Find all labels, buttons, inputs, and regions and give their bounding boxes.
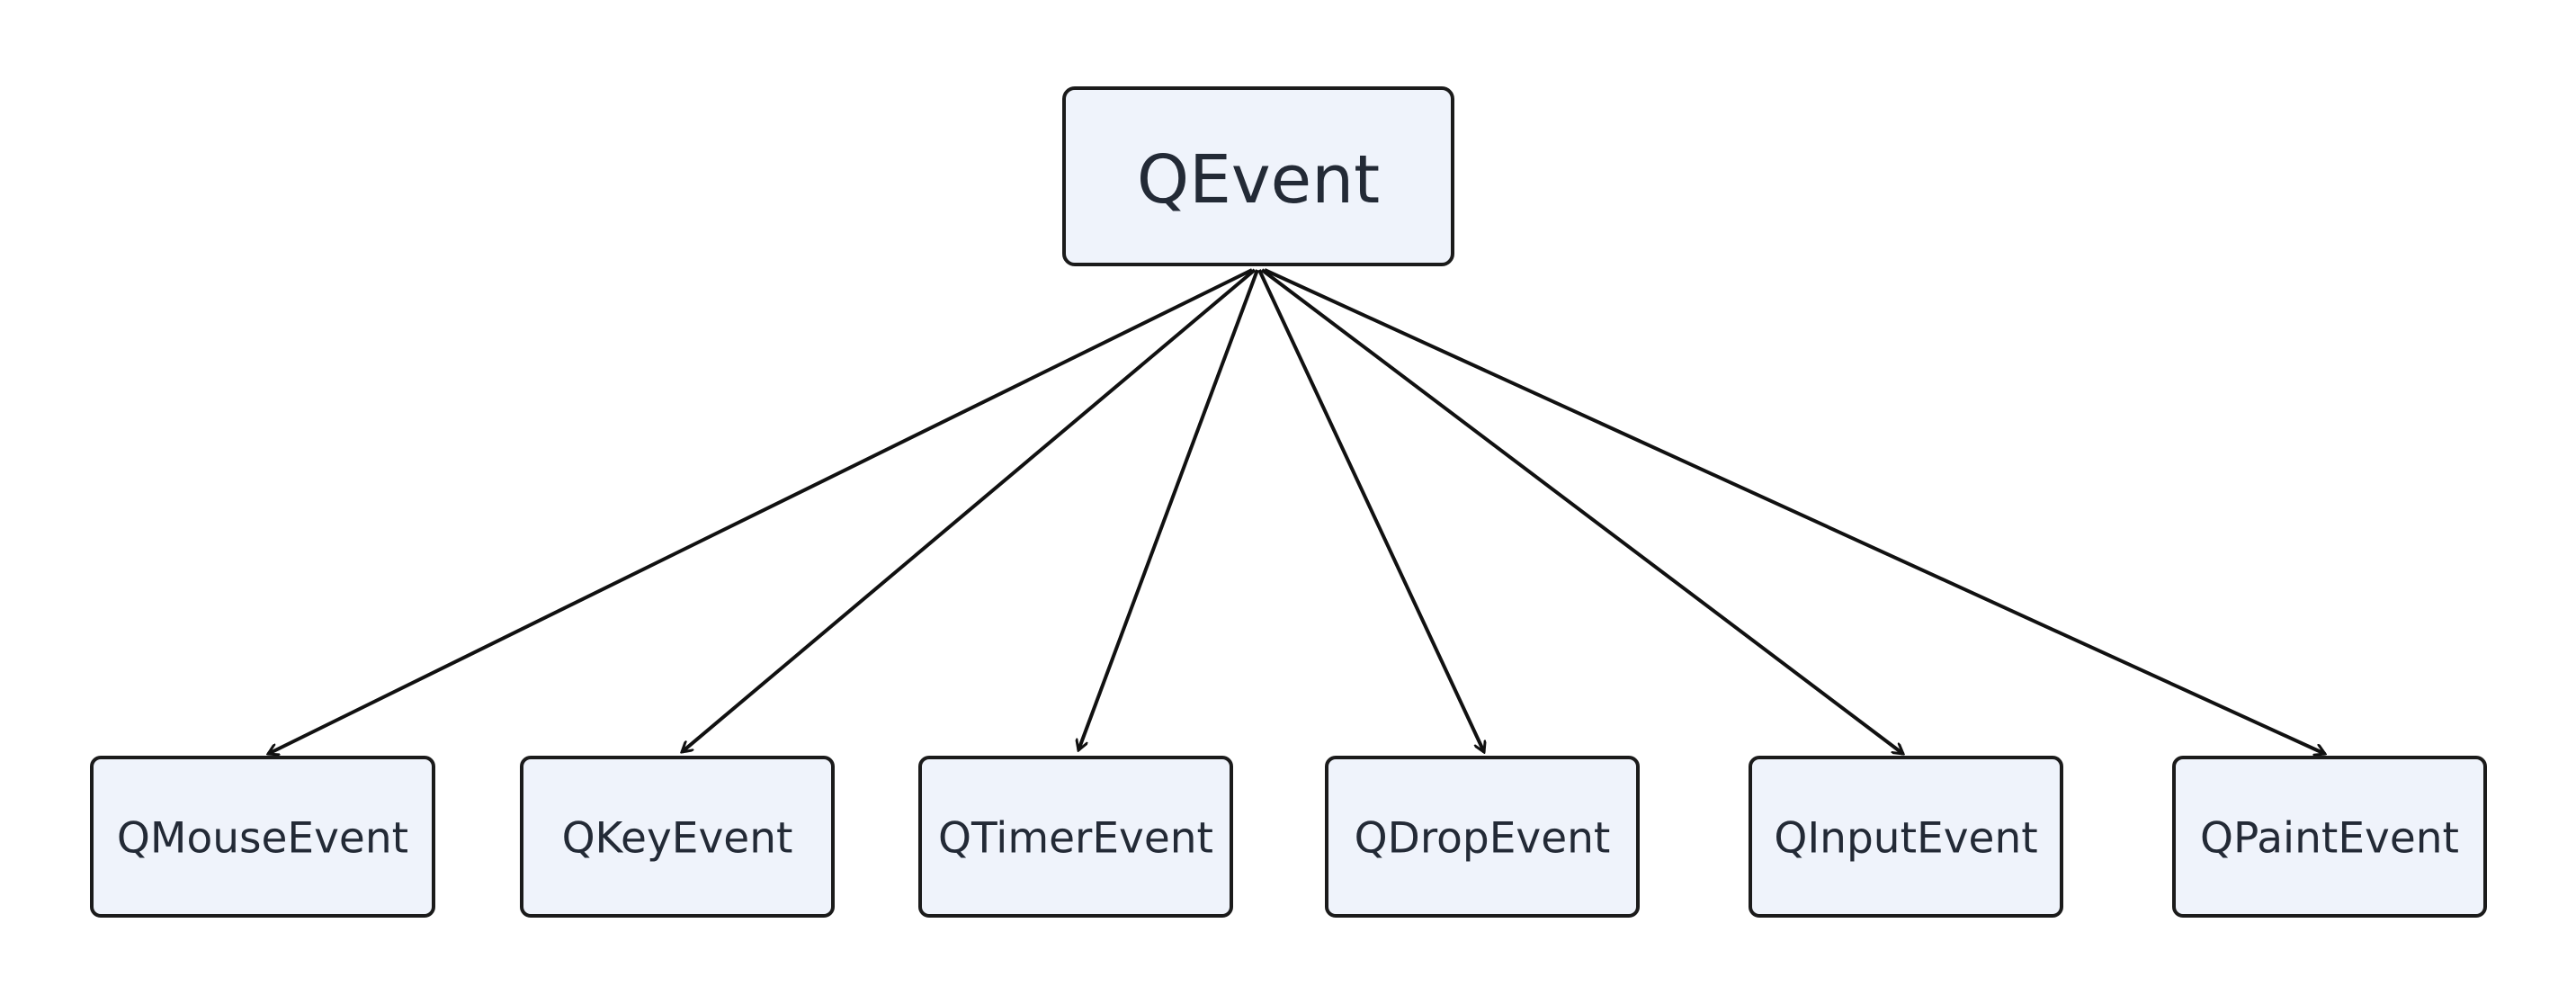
node-qpaintevent[interactable]: QPaintEvent [2172, 756, 2487, 918]
node-qkeyevent[interactable]: QKeyEvent [520, 756, 835, 918]
node-qmouseevent[interactable]: QMouseEvent [90, 756, 435, 918]
edge-qevent-qtimerevent [1078, 269, 1259, 750]
edge-qevent-qdropevent [1257, 269, 1484, 752]
edge-qevent-qkeyevent [682, 268, 1257, 752]
edge-qevent-qinputevent [1260, 268, 1903, 754]
node-qevent[interactable]: QEvent [1062, 86, 1454, 266]
node-qpaintevent-label: QPaintEvent [2200, 814, 2459, 864]
node-qkeyevent-label: QKeyEvent [562, 814, 793, 864]
edge-qevent-qmouseevent [268, 268, 1253, 754]
node-qinputevent-label: QInputEvent [1774, 814, 2037, 864]
edges [268, 268, 2325, 754]
node-qtimerevent-label: QTimerEvent [938, 814, 1213, 864]
node-qevent-label: QEvent [1137, 141, 1380, 219]
edge-qevent-qpaintevent [1264, 268, 2325, 754]
node-qmouseevent-label: QMouseEvent [117, 814, 408, 864]
node-qinputevent[interactable]: QInputEvent [1749, 756, 2063, 918]
node-qdropevent-label: QDropEvent [1355, 814, 1611, 864]
node-qtimerevent[interactable]: QTimerEvent [918, 756, 1233, 918]
node-qdropevent[interactable]: QDropEvent [1325, 756, 1640, 918]
